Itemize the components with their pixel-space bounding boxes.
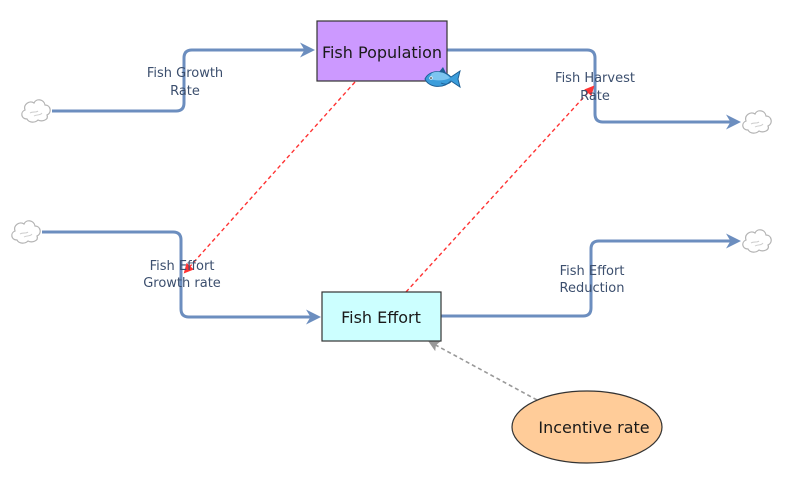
link-population-to-effort-growth: [183, 81, 356, 274]
flow-label-line: Rate: [580, 89, 610, 104]
stock-label: Fish Population: [322, 43, 442, 62]
flow-label-line: Reduction: [560, 281, 625, 296]
fish-icon: [424, 67, 461, 89]
flow-label-line: Fish Effort: [150, 259, 215, 274]
flow-pipe-fish-harvest: [447, 48, 741, 130]
flow-pipe-fish-effort-reduction: [441, 233, 741, 318]
cloud-icon: [11, 220, 41, 244]
stock-fish-population[interactable]: Fish Population: [316, 20, 448, 82]
flow-label-fish-growth-rate[interactable]: Fish Growth Rate: [147, 66, 223, 99]
flow-label-line: Fish Growth: [147, 66, 223, 81]
flow-pipe-fish-growth: [52, 42, 315, 113]
flow-label-line: Fish Harvest: [555, 71, 635, 86]
flow-label-line: Rate: [170, 84, 200, 99]
flow-label-fish-effort-reduction[interactable]: Fish Effort Reduction: [560, 264, 625, 296]
flow-label-fish-effort-growth-rate[interactable]: Fish Effort Growth rate: [143, 259, 221, 291]
link-incentive-to-effort: [428, 340, 538, 401]
stock-fish-effort[interactable]: Fish Effort: [321, 291, 442, 342]
auxiliary-incentive-rate[interactable]: Incentive rate: [511, 390, 663, 464]
flow-label-line: Fish Effort: [560, 264, 625, 279]
flow-label-line: Growth rate: [143, 276, 221, 291]
cloud-icon: [742, 229, 772, 253]
cloud-icon: [742, 110, 772, 134]
link-effort-to-harvest: [405, 85, 595, 293]
cloud-icon: [21, 99, 51, 123]
flow-pipe-fish-effort-growth: [42, 230, 321, 325]
auxiliary-label: Incentive rate: [538, 418, 649, 437]
stock-label: Fish Effort: [341, 308, 421, 327]
flow-label-fish-harvest-rate[interactable]: Fish Harvest Rate: [555, 71, 635, 104]
